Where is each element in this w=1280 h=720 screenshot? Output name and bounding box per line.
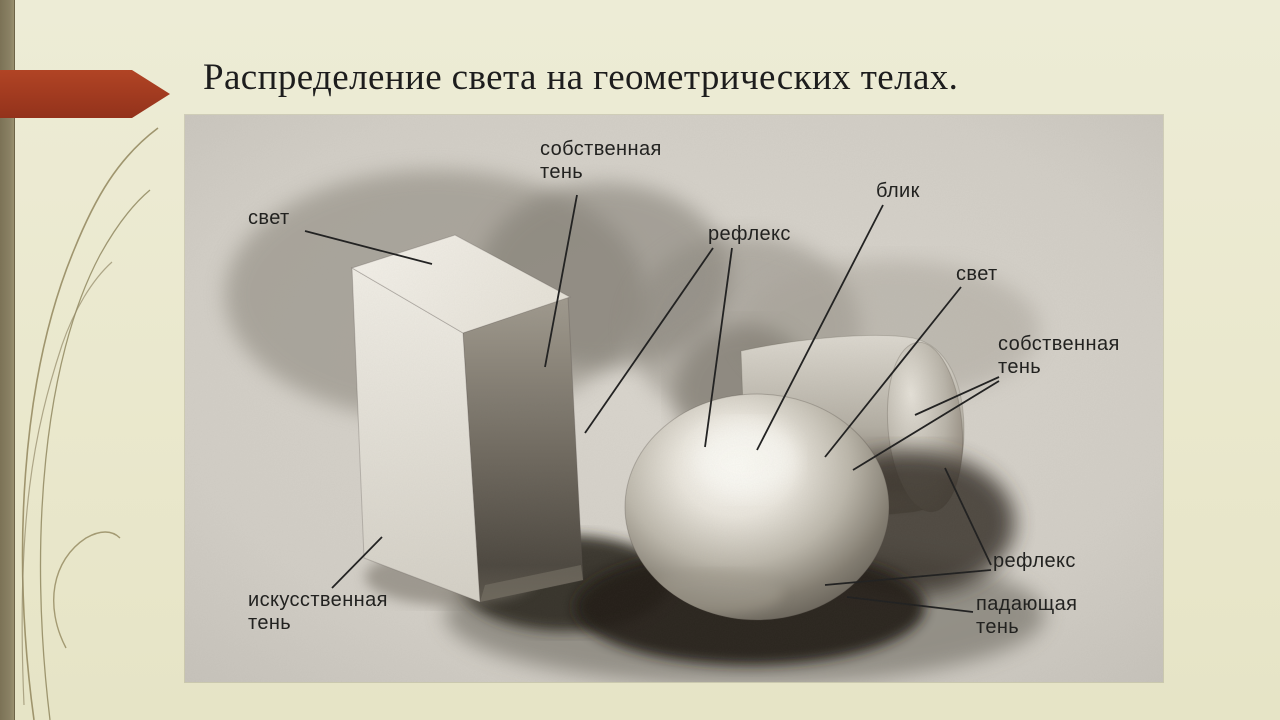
slide-title: Распределение света на геометрических те…	[203, 57, 959, 98]
label-reflex-left: рефлекс	[708, 223, 791, 245]
label-text: тень	[998, 356, 1042, 378]
left-edge-stripe	[0, 0, 15, 720]
label-highlight: блик	[876, 180, 920, 202]
label-text: тень	[976, 616, 1020, 638]
label-text: тень	[248, 612, 292, 634]
label-text: падающая	[976, 593, 1078, 615]
photo-grain-overlay	[185, 115, 1163, 682]
label-own-shadow-left: собственная тень	[540, 138, 662, 184]
label-reflex-right: рефлекс	[993, 550, 1076, 572]
label-light-right: свет	[956, 263, 998, 285]
label-artificial-shadow: искусственная тень	[248, 589, 388, 635]
pencil-drawing	[185, 115, 1163, 682]
label-text: искусственная	[248, 589, 388, 611]
label-text: собственная	[998, 333, 1120, 355]
diagram-figure: собственная тень свет рефлекс блик свет …	[185, 115, 1163, 682]
label-text: собственная	[540, 138, 662, 160]
label-light-left: свет	[248, 207, 290, 229]
red-arrow-decoration	[0, 70, 170, 118]
label-text: тень	[540, 161, 584, 183]
label-own-shadow-right: собственная тень	[998, 333, 1120, 379]
label-falling-shadow: падающая тень	[976, 593, 1077, 639]
